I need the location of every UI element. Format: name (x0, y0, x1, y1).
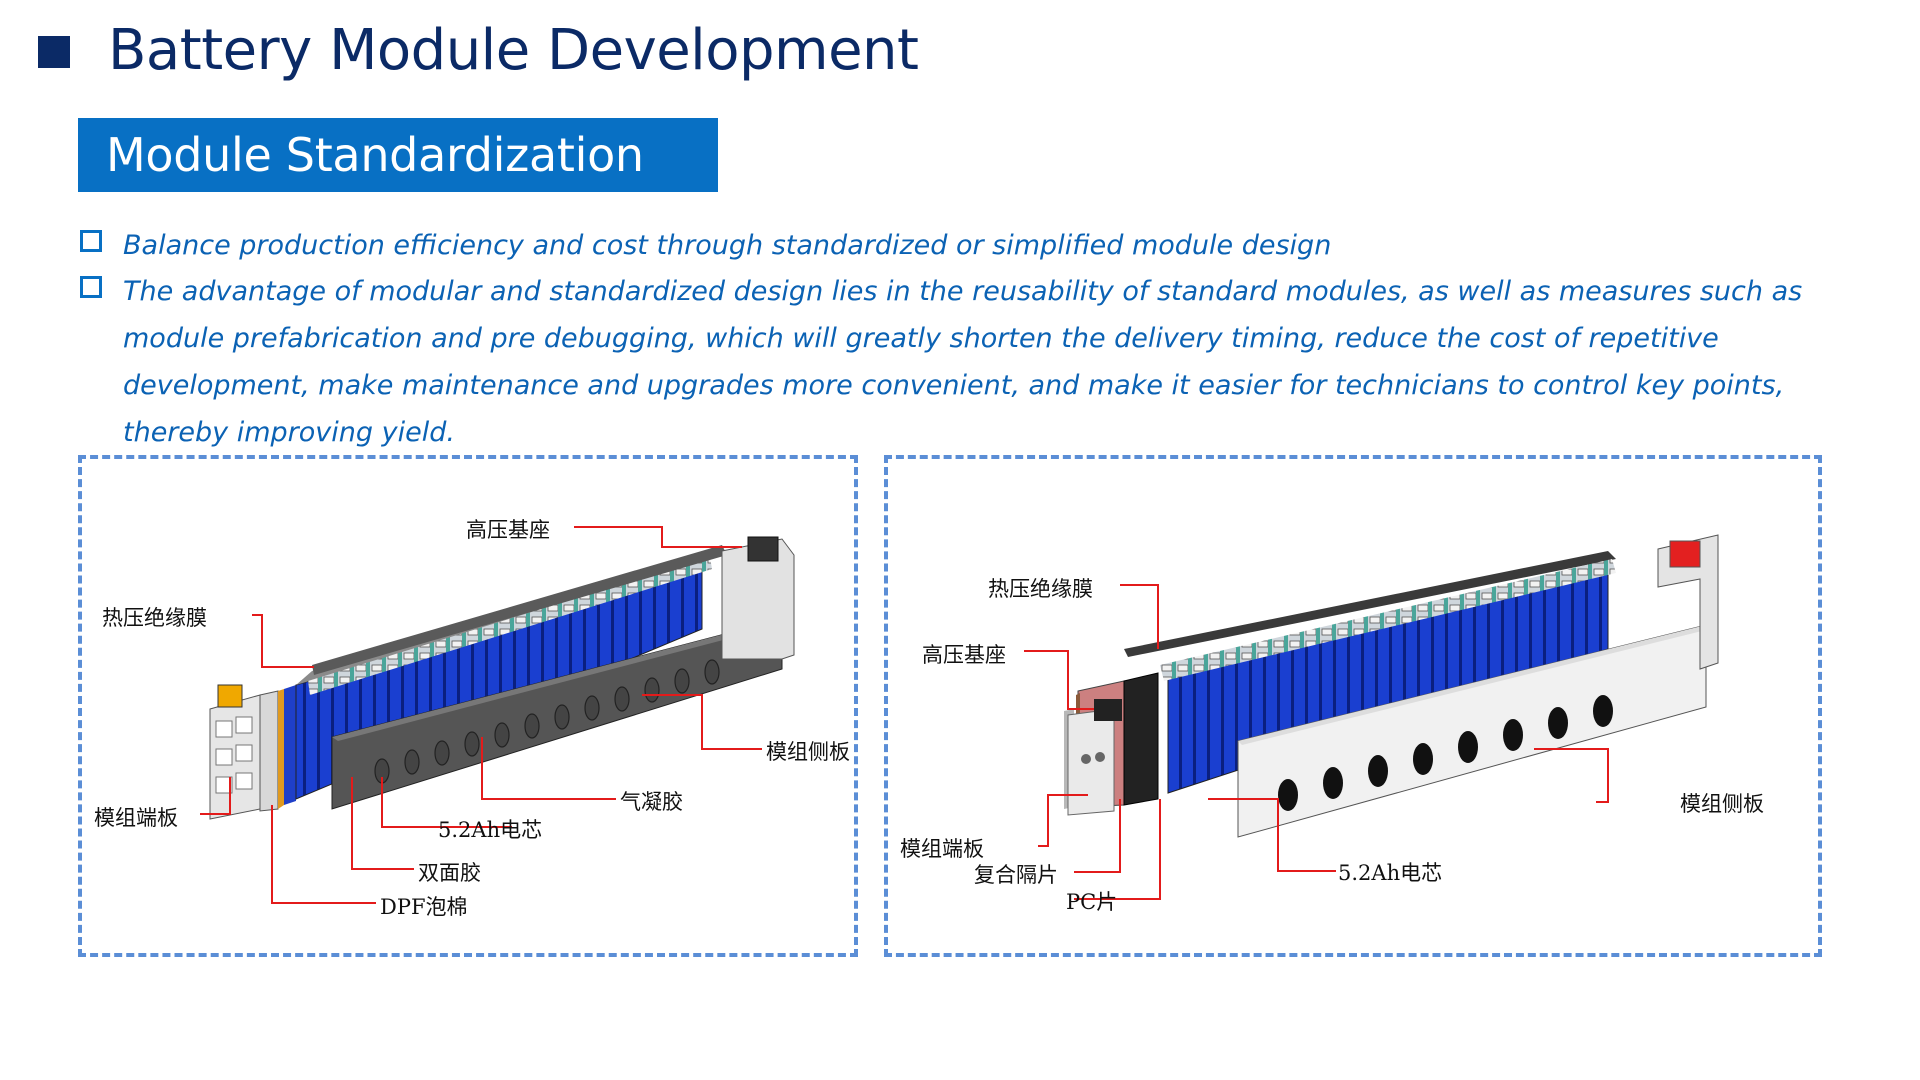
label-side-plate: 模组侧板 (1680, 792, 1764, 816)
left-diagram-panel: 高压基座 热压绝缘膜 模组侧板 气凝胶 模组端板 5.2Ah电芯 双面胶 DPF… (78, 455, 858, 957)
label-aerogel: 气凝胶 (620, 790, 683, 814)
checkbox-bullet-icon (80, 230, 102, 252)
right-module-illustration (1024, 534, 1719, 900)
right-diagram-panel: 热压绝缘膜 高压基座 模组侧板 模组端板 复合隔片 5.2Ah电芯 PC片 (884, 455, 1822, 957)
page-title: Battery Module Development (108, 18, 919, 83)
label-hot-press-film: 热压绝缘膜 (988, 577, 1093, 601)
label-double-tape: 双面胶 (418, 861, 481, 885)
checkbox-bullet-icon (80, 276, 102, 298)
title-square-icon (38, 36, 70, 68)
label-end-plate: 模组端板 (94, 806, 178, 830)
label-pc-sheet: PC片 (1066, 890, 1118, 914)
section-banner: Module Standardization (78, 118, 718, 192)
label-hot-press-film: 热压绝缘膜 (102, 606, 207, 630)
label-end-plate: 模组端板 (900, 837, 984, 861)
label-side-plate: 模组侧板 (766, 740, 850, 764)
section-title: Module Standardization (106, 128, 644, 182)
left-module-illustration (200, 526, 795, 904)
label-dpf-foam: DPF泡棉 (380, 895, 468, 919)
bullet-text: Balance production efficiency and cost t… (123, 230, 1332, 261)
label-hv-base: 高压基座 (466, 518, 550, 542)
label-hv-base: 高压基座 (922, 643, 1006, 667)
bullet-text: The advantage of modular and standardize… (123, 276, 1803, 448)
label-composite-separator: 复合隔片 (974, 863, 1058, 887)
label-cell: 5.2Ah电芯 (438, 818, 543, 842)
label-cell: 5.2Ah电芯 (1338, 861, 1443, 885)
